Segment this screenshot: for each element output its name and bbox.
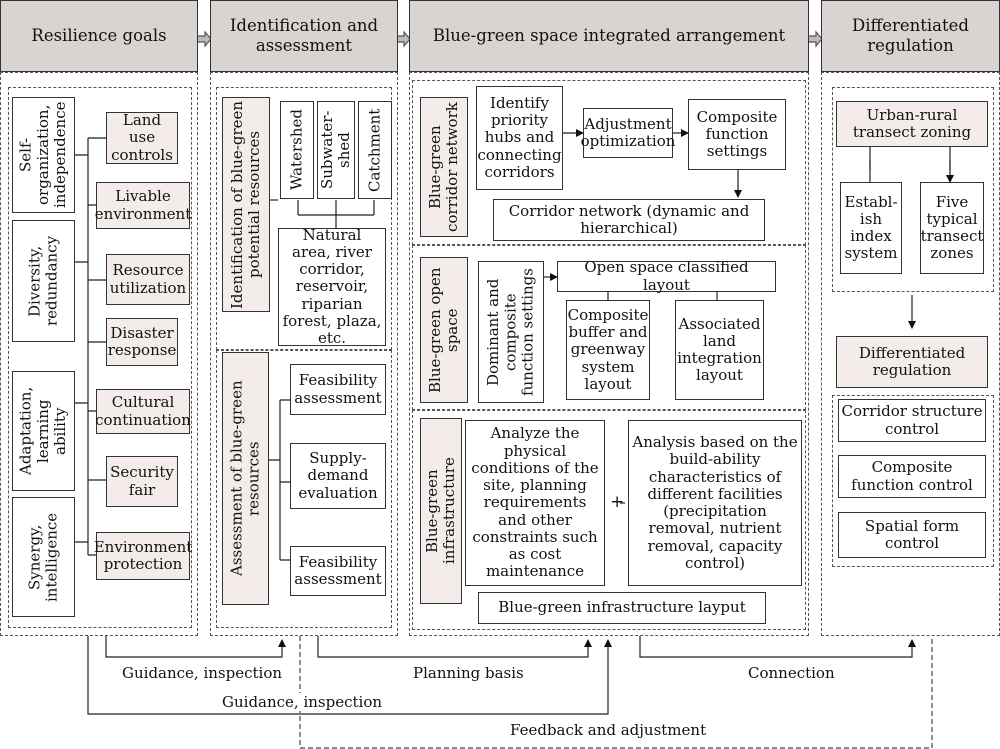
identify-hubs: Identify priority hubs and connecting co… xyxy=(476,86,563,190)
goal-cultural: Cultural continuation xyxy=(95,389,191,434)
flow-chevron-2 xyxy=(395,30,411,48)
level-watershed: Watershed xyxy=(280,101,314,199)
label-feedback: Feedback and adjustment xyxy=(510,721,707,739)
controls-panel xyxy=(832,395,994,567)
label-guidance-2: Guidance, inspection xyxy=(222,693,383,711)
corridor-panel xyxy=(412,80,806,245)
group-diversity: Diversity, redundancy xyxy=(12,220,75,342)
assessment-title: Assessment of blue-green resources xyxy=(222,352,269,605)
corridor-network: Corridor network (dynamic and hierarchic… xyxy=(493,199,765,241)
level-connectors xyxy=(297,200,375,228)
feasibility-assessment-2: Feasibility assessment xyxy=(290,546,386,596)
resilience-inner xyxy=(8,87,192,628)
header-resilience: Resilience goals xyxy=(0,0,198,72)
open-space-classified: Open space classified layout xyxy=(557,259,776,293)
goal-disaster: Disaster response xyxy=(106,318,178,366)
group-synergy: Synergy, intelligence xyxy=(12,497,75,617)
openspace-panel xyxy=(412,245,806,410)
spatial-form-control: Spatial form control xyxy=(838,512,986,558)
feasibility-assessment-1: Feasibility assessment xyxy=(290,364,386,415)
level-catchment: Catchment xyxy=(358,101,392,199)
adjustment-optimization: Adjustment optimization xyxy=(581,108,675,158)
assessment-panel xyxy=(216,350,392,628)
label-planning-basis: Planning basis xyxy=(413,664,524,682)
five-transect-zones: Five typical transect zones xyxy=(920,182,984,274)
infra-layout: Blue-green infrastructure layput xyxy=(478,592,766,624)
infra-title: Blue-green infrastructure xyxy=(420,418,462,604)
zoning-panel xyxy=(832,87,994,292)
corridor-title: Blue-green corridor network xyxy=(420,97,468,237)
header-identification: Identification and assessment xyxy=(210,0,398,72)
column-identification xyxy=(210,72,398,636)
column-bluegreen xyxy=(409,72,809,636)
goal-land-use: Land use controls xyxy=(106,112,178,164)
composite-function-settings: Composite function settings xyxy=(688,99,786,170)
analyze-conditions: Analyze the physical conditions of the s… xyxy=(465,420,605,586)
group-adaptation: Adaptation, learning ability xyxy=(12,371,75,491)
associated-land-layout: Associated land integration layout xyxy=(675,300,764,400)
composite-buffer-layout: Composite buffer and greenway system lay… xyxy=(566,300,650,400)
goal-environment: Environment protection xyxy=(94,532,192,580)
supply-demand-evaluation: Supply-demand evaluation xyxy=(290,443,386,509)
potential-panel xyxy=(216,87,392,350)
flow-chevron-1 xyxy=(196,30,212,48)
group-connectors xyxy=(75,154,88,543)
feedback-loop xyxy=(299,636,933,749)
goal-security: Security fair xyxy=(106,456,178,507)
natural-areas: Natural area, river corridor, reservoir,… xyxy=(278,226,386,347)
openspace-title: Blue-green open space xyxy=(420,257,468,403)
header-regulation: Differentiated regulation xyxy=(821,0,1000,72)
label-connection: Connection xyxy=(748,664,835,682)
goal-livable: Livable environment xyxy=(95,182,191,229)
establish-index: Establ-ish index system xyxy=(840,182,902,274)
buildability-analysis: Analysis based on the build-ability char… xyxy=(628,420,802,586)
goal-resource: Resource utilization xyxy=(106,254,190,305)
corridor-structure-control: Corridor structure control xyxy=(838,399,986,442)
potential-title: Identification of blue-green potential r… xyxy=(222,97,270,312)
assess-connectors xyxy=(269,399,290,561)
label-guidance-1: Guidance, inspection xyxy=(122,664,283,682)
dominant-composite-settings: Dominant and composite function settings xyxy=(478,261,544,403)
level-subwatershed: Subwater-shed xyxy=(317,101,355,199)
header-bluegreen: Blue-green space integrated arrangement xyxy=(409,0,809,72)
plus-sign: + xyxy=(610,492,625,512)
column-resilience xyxy=(0,72,198,636)
group-self-organization: Self-organization, independence xyxy=(12,97,75,213)
infra-panel xyxy=(412,410,806,630)
composite-function-control: Composite function control xyxy=(838,455,986,498)
transect-zoning: Urban-rural transect zoning xyxy=(836,101,988,147)
flow-chevron-3 xyxy=(807,30,823,48)
goal-branches xyxy=(88,137,106,556)
differentiated-regulation: Differentiated regulation xyxy=(836,336,988,388)
